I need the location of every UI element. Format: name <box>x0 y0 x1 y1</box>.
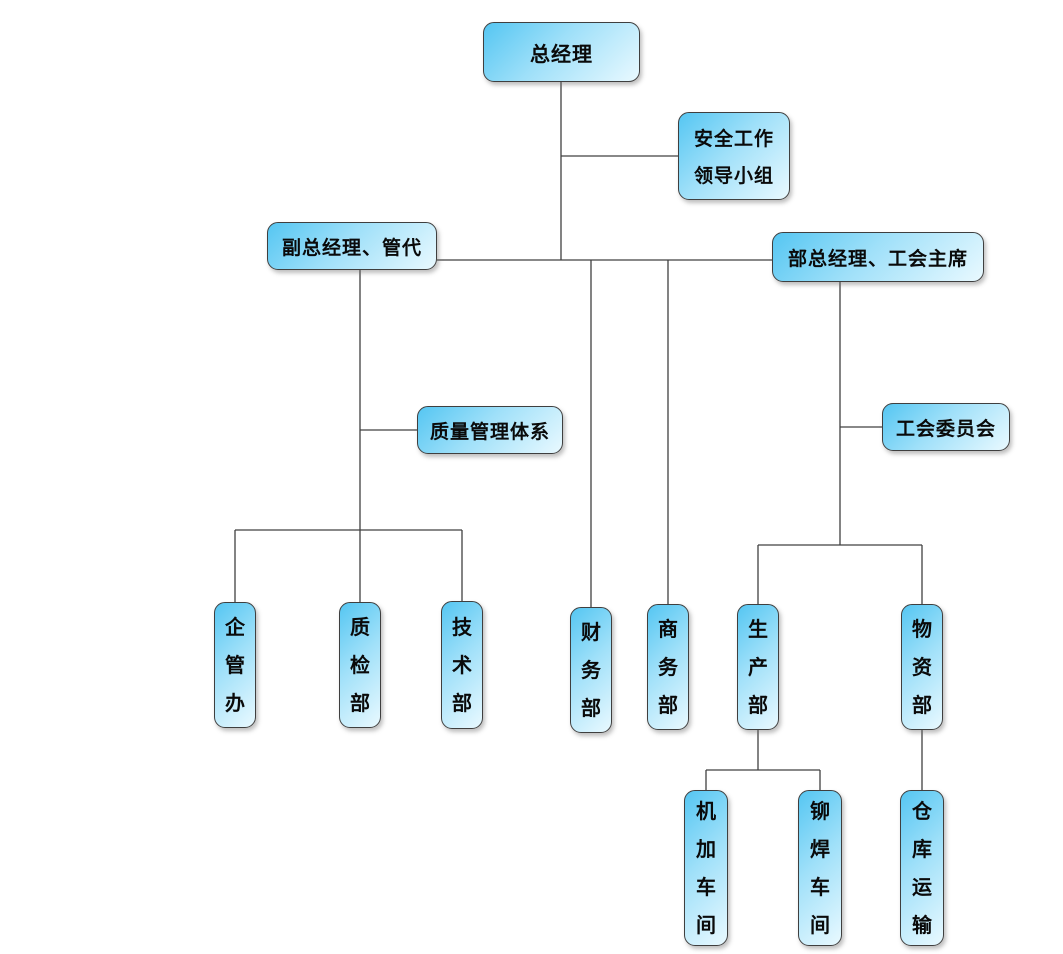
node-dept-gm-union-chairman: 部总经理、工会主席 <box>772 232 984 282</box>
node-safety-leading-group: 安全工作 领导小组 <box>678 112 790 200</box>
node-deputy-general-manager: 副总经理、管代 <box>267 222 437 270</box>
safety-group-line2: 领导小组 <box>693 165 774 188</box>
riveting-welding-workshop-label: 铆焊车间 <box>810 799 830 937</box>
node-commerce-dept: 商务部 <box>647 604 689 730</box>
node-enterprise-management-office: 企管办 <box>214 602 256 728</box>
safety-group-line1: 安全工作 <box>693 127 774 150</box>
commerce-dept-label: 商务部 <box>658 617 678 717</box>
enterprise-management-office-label: 企管办 <box>225 615 245 715</box>
materials-dept-label: 物资部 <box>912 617 932 717</box>
node-union-committee: 工会委员会 <box>882 403 1010 451</box>
node-technology-dept: 技术部 <box>441 601 483 729</box>
node-general-manager: 总经理 <box>483 22 640 82</box>
technology-dept-label: 技术部 <box>452 615 472 715</box>
node-production-dept: 生产部 <box>737 604 779 730</box>
node-riveting-welding-workshop: 铆焊车间 <box>798 790 842 946</box>
node-quality-management-system: 质量管理体系 <box>417 406 563 454</box>
node-warehouse-transport: 仓库运输 <box>900 790 944 946</box>
node-quality-inspection-dept: 质检部 <box>339 602 381 728</box>
node-materials-dept: 物资部 <box>901 604 943 730</box>
warehouse-transport-label: 仓库运输 <box>912 799 932 937</box>
machining-workshop-label: 机加车间 <box>696 799 716 937</box>
production-dept-label: 生产部 <box>748 617 768 717</box>
finance-dept-label: 财务部 <box>581 620 601 720</box>
node-machining-workshop: 机加车间 <box>684 790 728 946</box>
node-finance-dept: 财务部 <box>570 607 612 733</box>
quality-inspection-dept-label: 质检部 <box>350 615 370 715</box>
